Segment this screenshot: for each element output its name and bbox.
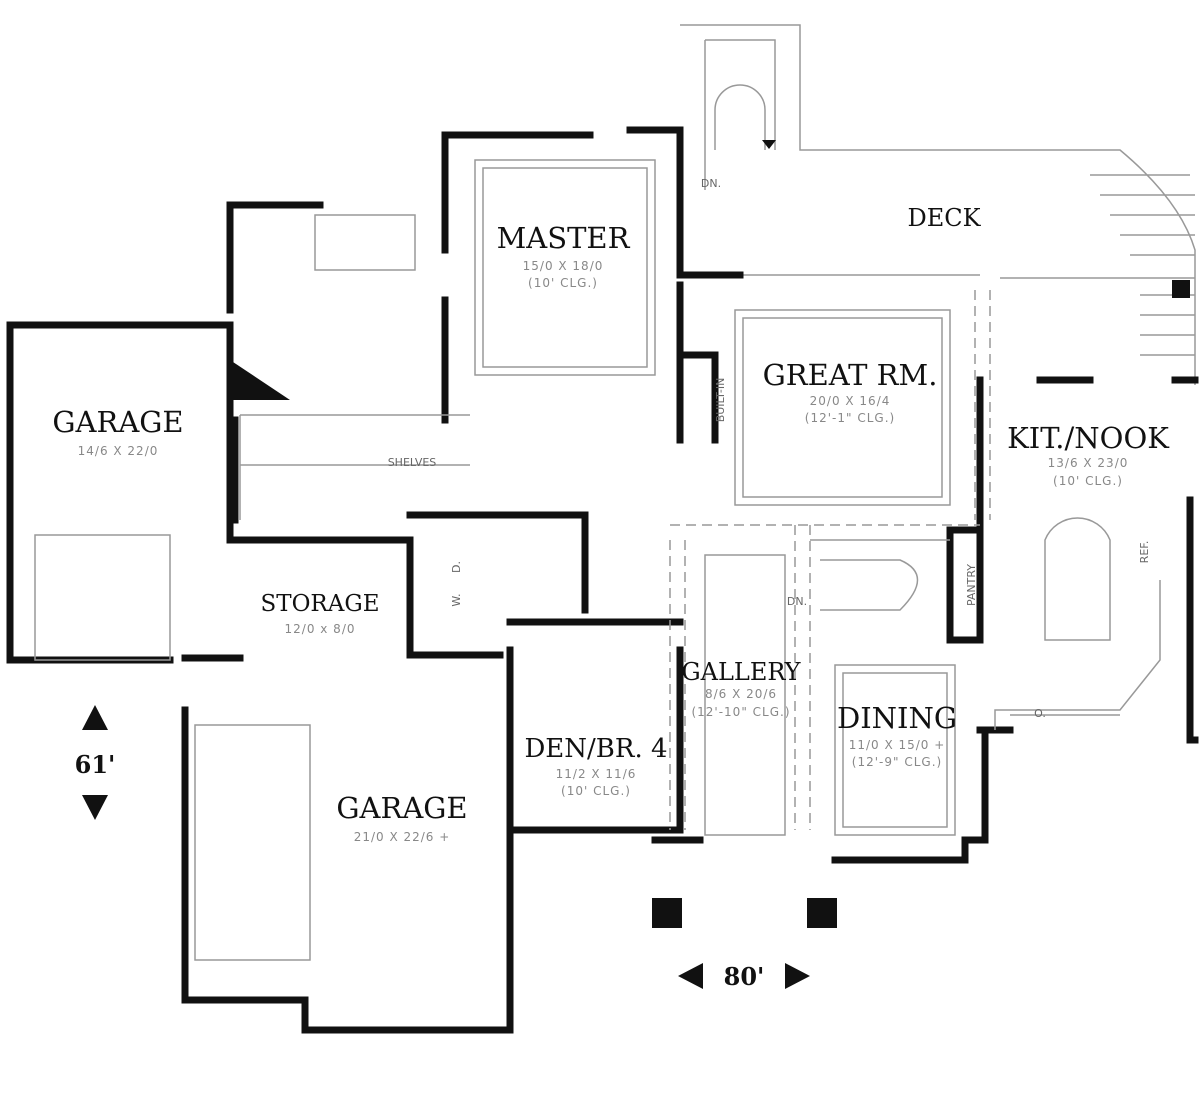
room-name: STORAGE (260, 591, 379, 617)
room-size: 11/2 X 11/6 (556, 767, 637, 781)
label-oven: O. (1034, 707, 1046, 720)
room-deck: DECK (907, 204, 981, 232)
room-ceiling: (12'-9" CLG.) (852, 755, 942, 769)
room-ceiling: (10' CLG.) (528, 276, 598, 290)
dimension-width: 80' (678, 962, 810, 991)
porch-column (652, 898, 682, 928)
width-value: 80' (724, 962, 765, 991)
room-size: 21/0 X 22/6 + (354, 830, 451, 844)
room-size: 15/0 X 18/0 (523, 259, 604, 273)
room-size: 12/0 x 8/0 (285, 622, 356, 636)
room-name: DINING (837, 701, 957, 735)
dimension-depth: 61' (75, 705, 116, 820)
room-ceiling: (12'-1" CLG.) (805, 411, 895, 425)
label-built-in: BUILT-IN (714, 378, 727, 423)
deck-post (1172, 280, 1190, 298)
room-kitchen: KIT./NOOK 13/6 X 23/0 (10' CLG.) (1007, 421, 1170, 488)
stair-arrow-icon (762, 140, 776, 149)
label-dryer: D. (450, 561, 463, 573)
room-dining: DINING 11/0 X 15/0 + (12'-9" CLG.) (837, 701, 957, 769)
room-size: 8/6 X 20/6 (705, 687, 777, 701)
room-name: KIT./NOOK (1007, 421, 1170, 455)
label-down-deck: DN. (701, 177, 721, 190)
arrow-left-icon (678, 963, 703, 989)
label-shelves: SHELVES (388, 456, 437, 469)
room-great-room: GREAT RM. 20/0 X 16/4 (12'-1" CLG.) (763, 358, 938, 425)
depth-value: 61' (75, 750, 116, 779)
room-den: DEN/BR. 4 11/2 X 11/6 (10' CLG.) (524, 734, 667, 798)
arrow-right-icon (785, 963, 810, 989)
walls (6, 126, 1199, 1034)
room-name: MASTER (497, 221, 631, 255)
room-name: DEN/BR. 4 (524, 734, 667, 764)
interior-lines (34, 159, 1161, 961)
room-size: 20/0 X 16/4 (810, 394, 891, 408)
room-ceiling: (12'-10" CLG.) (691, 705, 790, 719)
room-master: MASTER 15/0 X 18/0 (10' CLG.) (497, 221, 631, 290)
arrow-up-icon (82, 705, 108, 730)
room-size: 11/0 X 15/0 + (849, 738, 946, 752)
room-size: 14/6 X 22/0 (78, 444, 159, 458)
label-ref: REF. (1138, 541, 1151, 564)
porch-column (807, 898, 837, 928)
room-gallery: GALLERY 8/6 X 20/6 (12'-10" CLG.) (681, 658, 801, 719)
room-name: GARAGE (336, 791, 467, 825)
label-pantry: PANTRY (965, 564, 978, 606)
room-garage-small: GARAGE 14/6 X 22/0 (52, 405, 183, 458)
room-name: GALLERY (681, 658, 801, 686)
label-down-stair: DN. (787, 595, 807, 608)
room-name: GREAT RM. (763, 358, 938, 392)
room-name: GARAGE (52, 405, 183, 439)
room-garage-large: GARAGE 21/0 X 22/6 + (336, 791, 467, 844)
room-ceiling: (10' CLG.) (561, 784, 631, 798)
room-storage: STORAGE 12/0 x 8/0 (260, 591, 379, 636)
label-washer: W. (450, 593, 463, 606)
room-ceiling: (10' CLG.) (1053, 474, 1123, 488)
arrow-down-icon (82, 795, 108, 820)
room-size: 13/6 X 23/0 (1048, 456, 1129, 470)
